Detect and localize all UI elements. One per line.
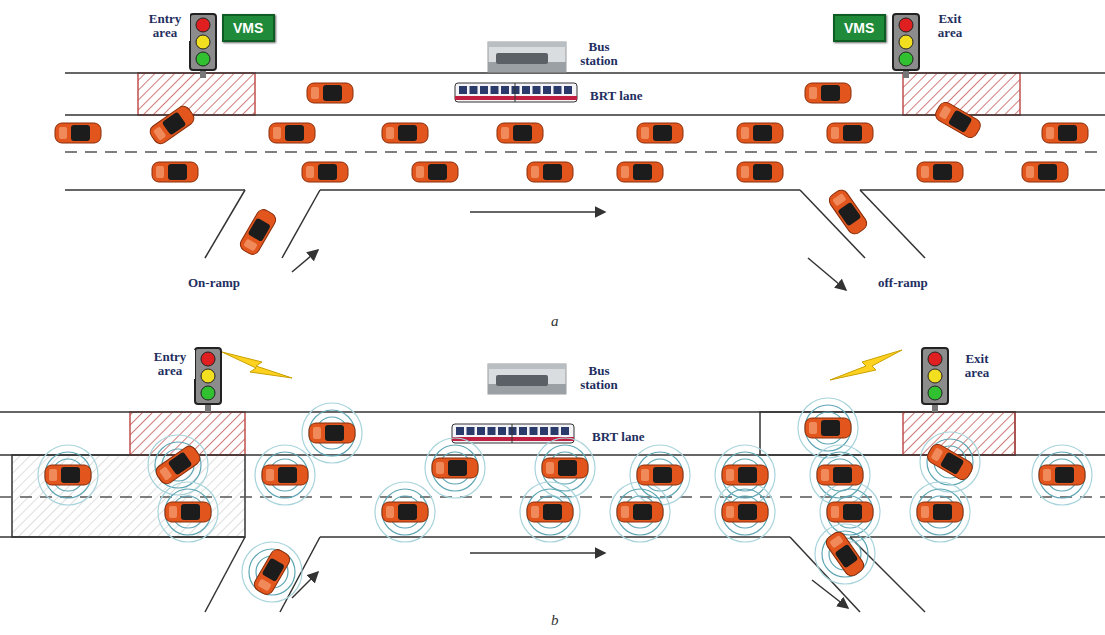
road-lines-a	[65, 73, 1105, 290]
vms-board: VMS	[222, 14, 275, 42]
area-label: Exit area	[926, 12, 974, 41]
car	[617, 162, 663, 182]
car	[737, 123, 783, 143]
vms-board: VMS	[833, 14, 886, 42]
communication-range	[425, 438, 485, 498]
communication-range	[302, 403, 362, 463]
traffic-light	[195, 348, 221, 412]
car	[382, 123, 428, 143]
car	[269, 123, 315, 143]
vms-text: VMS	[224, 16, 273, 40]
lane-label: BRT lane	[588, 89, 644, 103]
brt-bus	[455, 83, 577, 102]
communication-range	[1032, 445, 1092, 505]
brt-bus	[452, 424, 574, 443]
car	[238, 207, 278, 257]
car	[637, 123, 683, 143]
car	[55, 123, 101, 143]
car	[307, 83, 353, 103]
car	[153, 444, 202, 487]
car	[45, 465, 91, 485]
station-label: Bus station	[571, 364, 627, 393]
communication-range	[820, 482, 880, 542]
car	[152, 162, 198, 182]
car	[432, 458, 478, 478]
communication-range	[158, 482, 218, 542]
car	[637, 465, 683, 485]
car	[827, 502, 873, 522]
car	[412, 162, 458, 182]
car	[542, 458, 588, 478]
car	[309, 423, 355, 443]
station-label: Bus station	[571, 40, 627, 69]
communication-range	[520, 482, 580, 542]
communication-range	[715, 482, 775, 542]
car	[497, 123, 543, 143]
communication-range	[920, 432, 980, 492]
car	[722, 465, 768, 485]
car	[617, 502, 663, 522]
car	[917, 162, 963, 182]
wireless-signal	[222, 350, 902, 380]
communication-range	[798, 398, 858, 458]
car	[805, 418, 851, 438]
car	[302, 162, 348, 182]
car	[165, 502, 211, 522]
car	[147, 104, 196, 147]
vms-text: VMS	[835, 16, 884, 40]
communication-range	[815, 524, 875, 584]
car	[262, 465, 308, 485]
traffic-light	[922, 348, 948, 412]
car	[722, 502, 768, 522]
car	[252, 547, 292, 597]
car	[382, 502, 428, 522]
car	[817, 465, 863, 485]
car	[824, 529, 867, 578]
car	[527, 162, 573, 182]
ramp-label: off-ramp	[876, 276, 930, 290]
car	[917, 502, 963, 522]
car	[933, 100, 983, 140]
car	[925, 442, 975, 482]
communication-range	[535, 438, 595, 498]
communication-range	[810, 445, 870, 505]
ramp-label: On-ramp	[186, 276, 242, 290]
panel-label: b	[549, 612, 561, 629]
communication-range	[242, 542, 302, 602]
vehicles-and-lights	[38, 14, 1092, 602]
communication-range	[910, 482, 970, 542]
area-label: Entry area	[145, 350, 195, 379]
road-lines-b	[0, 412, 1105, 612]
car	[805, 83, 851, 103]
communication-range	[255, 445, 315, 505]
car	[827, 187, 870, 236]
communication-range	[148, 435, 208, 495]
car	[1022, 162, 1068, 182]
area-label: Exit area	[953, 352, 1001, 381]
car	[1042, 123, 1088, 143]
lane-label: BRT lane	[590, 430, 646, 444]
communication-range	[38, 445, 98, 505]
traffic-light	[893, 14, 919, 78]
car	[827, 123, 873, 143]
car	[527, 502, 573, 522]
traffic-light	[190, 14, 216, 78]
car	[737, 162, 783, 182]
communication-range	[610, 482, 670, 542]
area-label: Entry area	[140, 12, 190, 41]
communication-range	[375, 482, 435, 542]
panel-label: a	[549, 313, 561, 330]
car	[1039, 465, 1085, 485]
